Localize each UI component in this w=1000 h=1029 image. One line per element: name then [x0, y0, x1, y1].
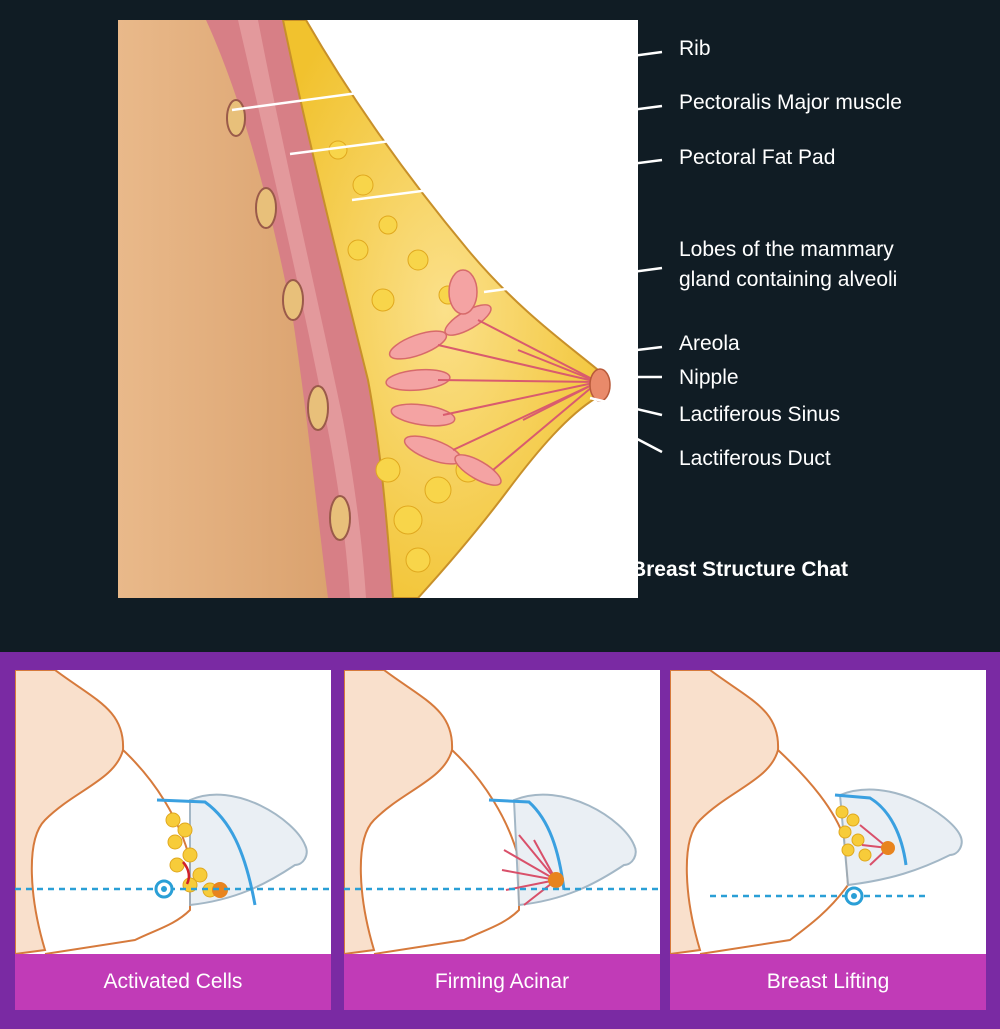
label-areola: Areola [679, 332, 740, 355]
panel-label-firming-acinar: Firming Acinar [344, 954, 660, 1010]
panel-label-activated-cells: Activated Cells [15, 954, 331, 1010]
label-lactiferous-duct: Lactiferous Duct [679, 447, 831, 470]
firming-acinar-illustration [344, 670, 660, 956]
breast-anatomy-illustration [118, 20, 638, 598]
anatomy-section: Rib Pectoralis Major muscle Pectoral Fat… [118, 20, 902, 598]
breast-lifting-illustration [670, 670, 963, 956]
label-lactiferous-sinus: Lactiferous Sinus [679, 403, 841, 426]
panel-activated-cells: Activated Cells [15, 670, 331, 1010]
diagram-caption: ----Breast Structure Chat [603, 558, 849, 581]
panel-label-breast-lifting: Breast Lifting [670, 954, 986, 1010]
label-lobes-line2: gland containing alveoli [679, 268, 898, 291]
label-nipple: Nipple [679, 366, 739, 389]
panel-breast-lifting: Breast Lifting [670, 670, 986, 1010]
panel-firming-acinar: Firming Acinar [344, 670, 660, 1010]
label-lobes-line1: Lobes of the mammary [679, 238, 894, 261]
label-pectoral-fat-pad: Pectoral Fat Pad [679, 146, 836, 169]
activated-cells-illustration [15, 670, 331, 956]
label-pectoralis-major-muscle: Pectoralis Major muscle [679, 91, 902, 114]
label-rib: Rib [679, 37, 711, 60]
leader-lines [231, 50, 663, 454]
